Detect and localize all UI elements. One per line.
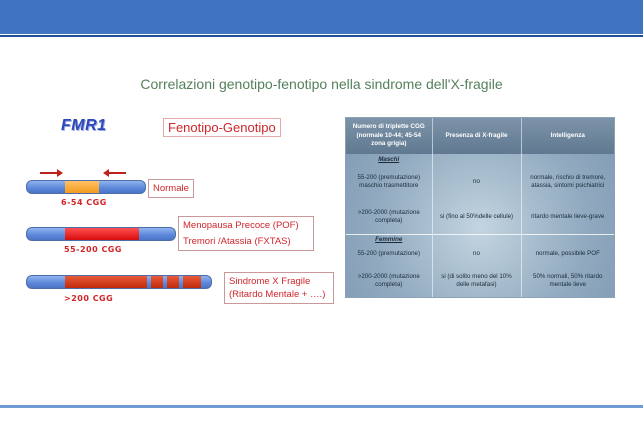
repeat-region-premutation	[65, 228, 139, 240]
table-cell: >200-2000 (mutazione completa)	[346, 200, 433, 234]
repeat-region-full-mutation	[65, 276, 147, 288]
bottom-divider	[0, 405, 643, 408]
table-cell: >200-2000 (mutazione completa)	[346, 264, 433, 297]
table-group-label: Maschi	[346, 154, 433, 164]
primer-forward-arrow	[40, 169, 63, 177]
phenotype-box-normal: Normale	[148, 179, 194, 198]
table-row: >200-2000 (mutazione completa) si (fino …	[346, 200, 614, 234]
phenotype-box-premutation: Menopausa Precoce (POF) Tremori /Atassia…	[178, 216, 314, 251]
repeat-region-normal	[65, 181, 99, 193]
gene-label: FMR1	[61, 117, 107, 134]
genotype-phenotype-table: Numero di triplette CGG (normale 10-44; …	[345, 117, 615, 298]
section-label: Fenotipo-Genotipo	[163, 118, 281, 137]
table-header-repeats: Numero di triplette CGG (normale 10-44; …	[346, 118, 433, 154]
table-row: 55-200 (premutazione) maschio trasmettit…	[346, 164, 614, 200]
primer-reverse-arrow	[103, 169, 126, 177]
table-cell: no	[432, 164, 522, 200]
table-cell: normale, possibile POF	[535, 250, 600, 257]
chromosome-normal	[26, 180, 146, 194]
phenotype-text: Tremori /Atassia (FXTAS)	[183, 236, 291, 247]
repeat-label-full-mutation: >200 CGG	[64, 294, 114, 303]
table-cell: ritardo mentale lieve-grave	[531, 212, 605, 220]
phenotype-box-full-mutation: Sindrome X Fragile (Ritardo Mentale + ….…	[224, 272, 334, 304]
slide-title: Correlazioni genotipo-fenotipo nella sin…	[140, 76, 503, 92]
repeat-label-normal: 6-54 CGG	[61, 198, 107, 207]
top-banner	[0, 0, 643, 34]
table-cell: normale, rischio di tremore, atassia, si…	[530, 174, 606, 189]
phenotype-text: Sindrome X Fragile	[229, 276, 311, 287]
repeat-region-full-mutation	[183, 276, 201, 288]
phenotype-text: (Ritardo Mentale + ….)	[229, 289, 326, 300]
table-group-label: Femmine	[346, 233, 433, 244]
phenotype-text: Normale	[153, 183, 189, 194]
phenotype-text: Menopausa Precoce (POF)	[183, 220, 299, 231]
repeat-region-full-mutation	[151, 276, 163, 288]
table-header-intelligence: Intelligenza	[521, 118, 614, 154]
chromosome-premutation	[26, 227, 176, 241]
table-header-fragile-x: Presenza di X-fragile	[432, 118, 522, 154]
repeat-region-full-mutation	[167, 276, 179, 288]
table-cell: 50% normali, 50% ritardo mentale lieve	[533, 272, 603, 288]
table-cell: 55-200 (premutazione) maschio trasmettit…	[346, 164, 433, 200]
table-cell: si (fino al 50%delle cellule)	[432, 200, 522, 234]
table-cell: si (di solito meno del 10% delle metafas…	[432, 264, 522, 297]
table-row: 55-200 (premutazione) no normale, possib…	[346, 244, 614, 264]
table-cell: no	[432, 244, 522, 264]
table-row: >200-2000 (mutazione completa) si (di so…	[346, 264, 614, 297]
table-cell: 55-200 (premutazione)	[346, 244, 433, 264]
repeat-label-premutation: 55-200 CGG	[64, 245, 122, 254]
top-divider	[0, 35, 643, 37]
chromosome-full-mutation	[26, 275, 212, 289]
